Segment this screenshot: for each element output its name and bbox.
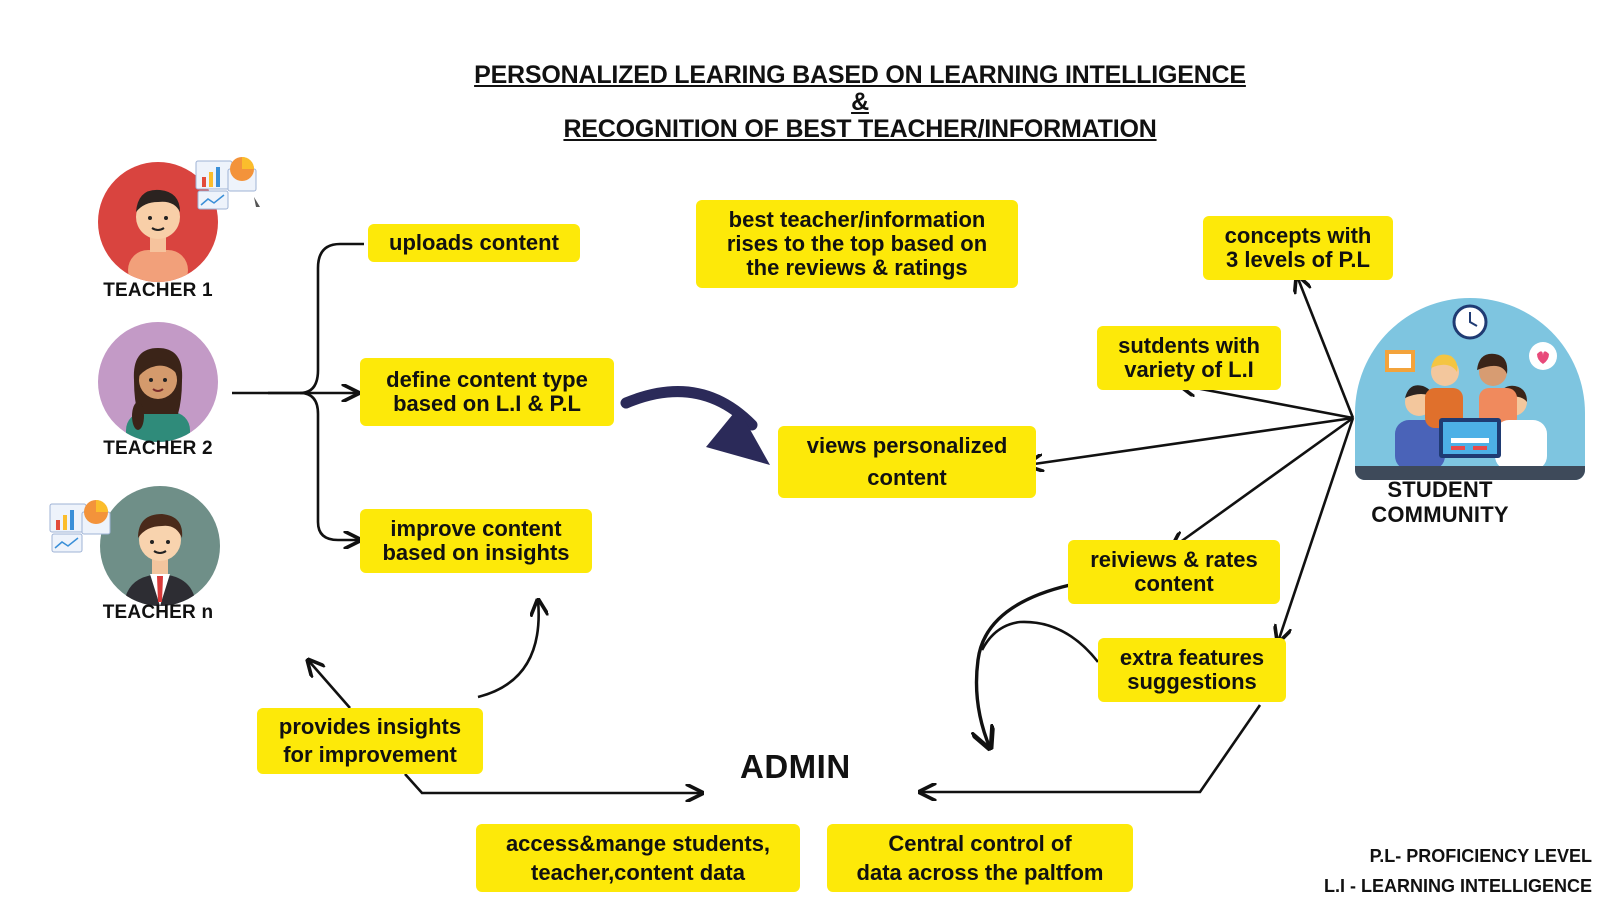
extra-line-1: extra features <box>1119 645 1265 670</box>
insights-line-1: provides insights <box>278 714 462 739</box>
reviews-line-1: reiviews & rates <box>1090 547 1258 572</box>
improve-line-2: based on insights <box>382 540 570 565</box>
improve-content-box: improve content based on insights <box>360 509 592 573</box>
title-line-3: RECOGNITION OF BEST TEACHER/INFORMATION <box>563 115 1157 143</box>
bracket-to-uploads <box>299 242 364 395</box>
concepts-line-1: concepts with <box>1224 223 1372 248</box>
views-personalized-box: views personalized content <box>778 426 1036 498</box>
community-to-reviews-arrow <box>1172 416 1354 548</box>
define-content-type-box: define content type based on L.I & P.L <box>360 358 614 426</box>
teacher-2-label: TEACHER 2 <box>103 438 213 459</box>
views-line-1: views personalized <box>806 433 1008 458</box>
student-community-illustration <box>1355 298 1585 480</box>
teacher-n-chart-icon <box>48 496 120 558</box>
best-line-3: the reviews & ratings <box>746 255 968 280</box>
students-li-box: sutdents with variety of L.I <box>1097 326 1281 390</box>
central-line-2: data across the paltfom <box>856 860 1104 885</box>
students-li-line-2: variety of L.I <box>1124 357 1254 382</box>
insights-to-teacher-arrow <box>308 660 351 709</box>
access-line-2: teacher,content data <box>531 860 745 885</box>
central-control-box: Central control of data across the paltf… <box>827 824 1133 892</box>
reviews-line-2: content <box>1134 571 1214 596</box>
insights-to-improve-arrow <box>477 600 539 699</box>
teacher-n-label: TEACHER n <box>102 602 214 623</box>
concepts-line-2: 3 levels of P.L <box>1226 247 1370 272</box>
central-line-1: Central control of <box>888 831 1072 856</box>
student-community-line-1: STUDENT <box>1387 477 1493 502</box>
community-to-views-arrow <box>1027 416 1354 465</box>
teacher-2-avatar <box>98 322 218 442</box>
extra-features-box: extra features suggestions <box>1098 638 1286 702</box>
access-line-1: access&mange students, <box>505 831 771 856</box>
best-line-1: best teacher/information <box>728 207 986 232</box>
student-community-line-2: COMMUNITY <box>1371 502 1509 527</box>
teacher-n-avatar <box>100 486 220 606</box>
community-to-extra-arrow <box>1278 417 1355 642</box>
community-to-students-li-arrow <box>1180 385 1354 420</box>
provides-insights-box: provides insights for improvement <box>257 708 483 774</box>
admin-label: ADMIN <box>740 748 851 785</box>
community-to-concepts-arrow <box>1297 276 1355 419</box>
legend-li: L.I - LEARNING INTELLIGENCE <box>1324 876 1592 896</box>
insights-to-admin-arrow <box>404 773 702 793</box>
reviews-rates-box: reiviews & rates content <box>1068 540 1280 604</box>
bracket-to-improve <box>299 391 360 540</box>
uploads-content-box: uploads content <box>368 224 580 262</box>
extra-curve-to-admin <box>980 620 1100 663</box>
concepts-box: concepts with 3 levels of P.L <box>1203 216 1393 280</box>
title-line-2: & <box>851 88 869 116</box>
reviews-curve-to-admin <box>977 583 1071 748</box>
students-li-line-1: sutdents with <box>1118 333 1260 358</box>
define-line-2: based on L.I & P.L <box>393 391 581 416</box>
uploads-line-1: uploads content <box>389 230 559 255</box>
insights-line-2: for improvement <box>283 742 457 767</box>
views-line-2: content <box>867 465 947 490</box>
extra-to-admin-line <box>920 704 1262 792</box>
best-teacher-box: best teacher/information rises to the to… <box>696 200 1018 288</box>
legend-pl: P.L- PROFICIENCY LEVEL <box>1369 846 1592 866</box>
access-manage-box: access&mange students, teacher,content d… <box>476 824 800 892</box>
best-line-2: rises to the top based on <box>726 231 988 256</box>
diagram-title: PERSONALIZED LEARING BASED ON LEARNING I… <box>0 62 1600 143</box>
teacher-1-chart-icon <box>194 153 266 215</box>
title-line-1: PERSONALIZED LEARING BASED ON LEARNING I… <box>474 61 1246 89</box>
improve-line-1: improve content <box>390 516 562 541</box>
teacher-1-label: TEACHER 1 <box>103 280 213 301</box>
define-line-1: define content type <box>386 367 588 392</box>
big-navy-arrowhead <box>706 408 770 465</box>
extra-line-2: suggestions <box>1127 669 1257 694</box>
student-community-label: STUDENT COMMUNITY <box>1360 477 1520 527</box>
